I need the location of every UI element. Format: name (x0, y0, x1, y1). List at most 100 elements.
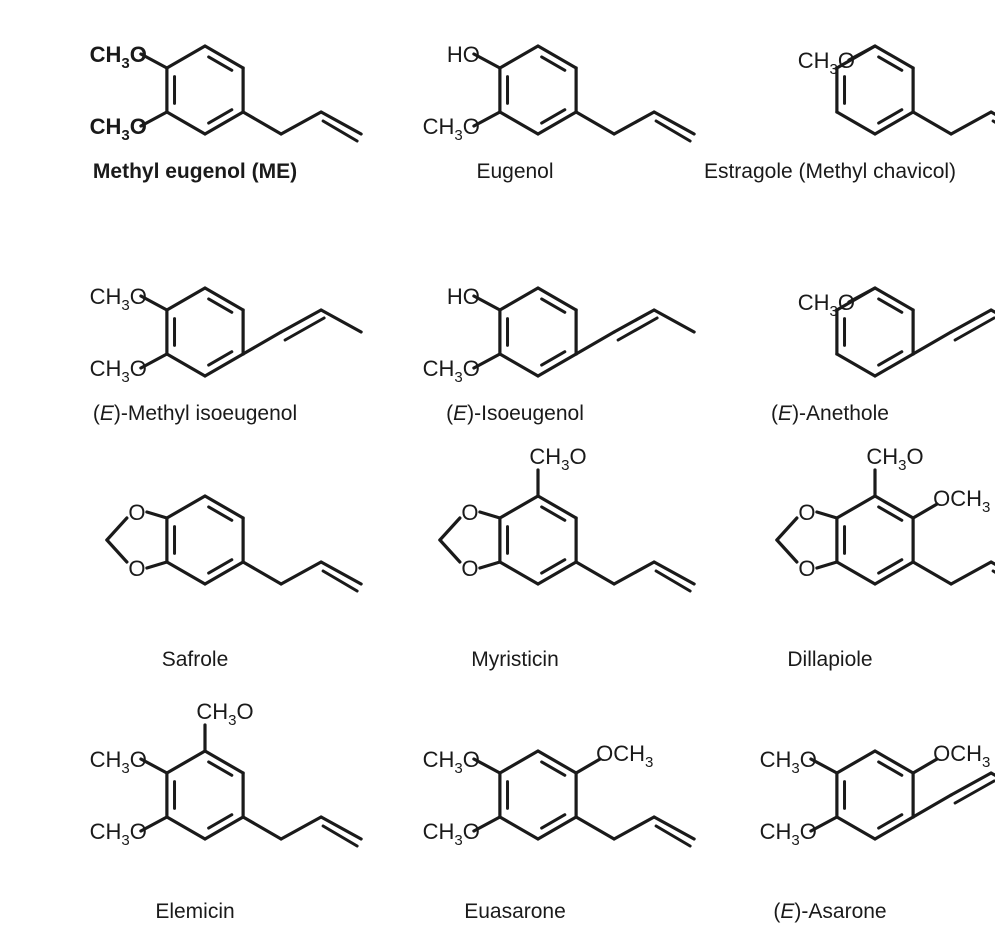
chain-double-bond (953, 779, 995, 805)
ring-bond (498, 44, 540, 70)
oxygen-label: O (461, 556, 478, 581)
oxygen-label: O (798, 556, 815, 581)
ring-bond (165, 749, 207, 775)
chain-double-bond (953, 316, 995, 342)
chain-double-bond (654, 824, 692, 848)
substituent-label: CH3O (196, 699, 253, 729)
oxygen-label: O (461, 500, 478, 525)
substituent-bond (472, 757, 502, 775)
ring-bond (498, 815, 540, 841)
ring-bond (165, 560, 207, 586)
double-bond-inner (207, 558, 234, 575)
ring-bond (873, 110, 915, 136)
double-bond-inner (540, 55, 567, 72)
substituent-label: HO (447, 42, 480, 67)
dioxole-bond (438, 538, 462, 564)
dioxole-bond (775, 516, 799, 542)
chain-double-bond (654, 119, 692, 143)
dioxole-bond (145, 560, 169, 570)
ring-bond (498, 560, 540, 586)
ring-bond (498, 494, 540, 520)
chain-bond (949, 771, 993, 797)
chain-bond (911, 330, 953, 356)
substituent-bond (139, 352, 169, 370)
chain-bond (574, 330, 616, 356)
dioxole-bond (478, 560, 502, 570)
ring-bond (835, 352, 877, 378)
substituent-label: CH3O (798, 290, 855, 320)
chain-bond (574, 815, 616, 841)
double-bond-inner (540, 760, 567, 777)
dioxole-bond (815, 510, 839, 520)
substituent-label: CH3O (90, 42, 147, 72)
compound-name: Myristicin (471, 648, 559, 671)
substituent-bond (911, 757, 939, 775)
chain-bond (612, 560, 656, 586)
double-bond-inner (207, 55, 234, 72)
ring-bond (498, 286, 540, 312)
dioxole-bond (105, 538, 129, 564)
double-bond-inner (540, 108, 567, 125)
chain-double-bond (654, 569, 692, 593)
substituent-label: CH3O (90, 819, 147, 849)
substituent-label: CH3O (529, 444, 586, 474)
substituent-label: CH3O (760, 819, 817, 849)
substituent-bond (574, 757, 602, 775)
ring-bond (165, 815, 207, 841)
compound-name: Methyl eugenol (ME) (93, 160, 297, 183)
double-bond-inner (877, 350, 904, 367)
ring-bond (203, 352, 245, 378)
double-bond-inner (207, 350, 234, 367)
chain-bond (319, 560, 363, 586)
substituent-bond (472, 294, 502, 312)
oxygen-label: O (798, 500, 815, 525)
ring-bond (835, 560, 877, 586)
dioxole-bond (775, 538, 799, 564)
chain-bond (949, 560, 993, 586)
chain-bond (279, 560, 323, 586)
chain-bond (241, 330, 283, 356)
ring-bond (835, 815, 877, 841)
ring-bond (835, 494, 877, 520)
ring-bond (203, 494, 245, 520)
substituent-label: CH3O (760, 747, 817, 777)
chain-bond (652, 815, 696, 841)
chain-bond (319, 308, 363, 334)
double-bond-inner (540, 558, 567, 575)
substituent-label: CH3O (866, 444, 923, 474)
chain-bond (612, 110, 656, 136)
double-bond-inner (540, 505, 567, 522)
chain-bond (279, 308, 323, 334)
substituent-label: CH3O (423, 114, 480, 144)
chain-bond (652, 308, 696, 334)
substituent-bond (847, 44, 877, 62)
substituent-label: OCH3 (596, 741, 653, 771)
ring-bond (165, 494, 207, 520)
compound-name: Elemicin (155, 900, 234, 923)
ring-bond (165, 44, 207, 70)
chain-double-bond (616, 316, 659, 342)
ring-bond (873, 749, 915, 775)
compound-name: Estragole (Methyl chavicol) (704, 160, 956, 183)
ring-bond (165, 286, 207, 312)
ring-bond (835, 110, 877, 136)
chain-bond (241, 815, 283, 841)
ring-bond (203, 44, 245, 70)
double-bond-inner (207, 108, 234, 125)
chain-double-bond (321, 119, 359, 143)
oxygen-label: O (128, 556, 145, 581)
ring-bond (873, 560, 915, 586)
chain-bond (911, 560, 953, 586)
compound-name: (E)-Asarone (773, 900, 886, 923)
chain-bond (279, 110, 323, 136)
ring-bond (165, 352, 207, 378)
double-bond-inner (877, 558, 904, 575)
ring-bond (873, 44, 915, 70)
